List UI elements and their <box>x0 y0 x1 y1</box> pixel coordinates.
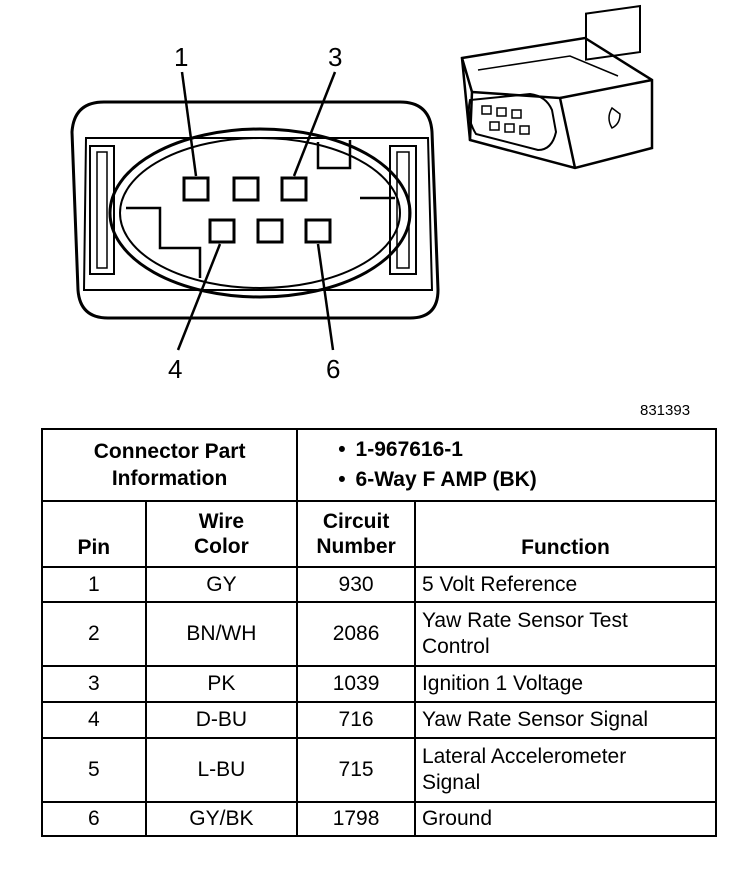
wire-color-cell: GY <box>144 566 299 603</box>
function-cell: 5 Volt Reference <box>413 566 718 603</box>
function-line1: Ground <box>421 807 492 830</box>
leader-pin-4 <box>176 243 222 351</box>
circuit-cell: 716 <box>296 701 416 739</box>
pin-label-3: 3 <box>328 42 342 72</box>
function-line2: Control <box>421 635 490 658</box>
pin-3-terminal <box>280 176 308 202</box>
right-latch <box>389 145 417 275</box>
part-info-values: 1-967616-1 6-Way F AMP (BK) <box>296 428 717 502</box>
header-pin: Pin <box>41 500 147 568</box>
table-row: 3 PK 1039 Ignition 1 Voltage <box>41 665 718 703</box>
keying-left <box>126 206 202 278</box>
housing-inner-outline <box>82 137 434 291</box>
header-circuit-line1: Circuit <box>322 510 390 533</box>
pin-label-4: 4 <box>168 354 182 384</box>
housing-outline <box>70 100 440 320</box>
function-cell: Yaw Rate Sensor Test Control <box>413 601 718 667</box>
circuit-cell: 930 <box>296 566 416 603</box>
leader-pin-6 <box>316 243 335 351</box>
pin-cell: 5 <box>41 737 147 803</box>
part-info-label-line2: Information <box>111 467 228 490</box>
pin-cell: 2 <box>41 601 147 667</box>
wire-color-cell: PK <box>144 665 299 703</box>
keying-right <box>316 140 395 200</box>
header-wire-color-line1: Wire <box>198 510 245 533</box>
circuit-cell: 715 <box>296 737 416 803</box>
circuit-cell: 1798 <box>296 801 416 837</box>
leader-pin-1 <box>180 71 198 177</box>
table-row: 2 BN/WH 2086 Yaw Rate Sensor Test Contro… <box>41 601 718 667</box>
function-cell: Ground <box>413 801 718 837</box>
function-line1: Yaw Rate Sensor Test <box>421 609 628 632</box>
pin-5-terminal <box>256 218 284 244</box>
pin-cavity <box>108 127 412 299</box>
pin-cell: 4 <box>41 701 147 739</box>
part-number: 1-967616-1 <box>338 435 709 465</box>
table-row: 5 L-BU 715 Lateral Accelerometer Signal <box>41 737 718 803</box>
function-line1: Lateral Accelerometer <box>421 745 627 768</box>
pin-label-6: 6 <box>326 354 340 384</box>
wire-color-cell: D-BU <box>144 701 299 739</box>
pin-4-terminal <box>208 218 236 244</box>
header-wire-color-line2: Color <box>193 535 249 558</box>
pin-6-terminal <box>304 218 332 244</box>
function-line2: Signal <box>421 771 481 794</box>
column-header-row: Pin Wire Color Circuit Number Function <box>41 500 718 568</box>
function-line1: Ignition 1 Voltage <box>421 672 584 695</box>
function-line1: 5 Volt Reference <box>421 572 578 596</box>
leader-pin-3 <box>292 71 337 177</box>
table-row: 1 GY 930 5 Volt Reference <box>41 566 718 603</box>
connector-iso-illustration <box>460 4 654 170</box>
header-function: Function <box>413 500 718 568</box>
header-wire-color: Wire Color <box>144 500 299 568</box>
circuit-cell: 2086 <box>296 601 416 667</box>
pin-cell: 3 <box>41 665 147 703</box>
function-cell: Ignition 1 Voltage <box>413 665 718 703</box>
header-circuit-line2: Number <box>316 535 396 558</box>
pin-label-1: 1 <box>174 42 188 72</box>
part-info-label: Connector Part Information <box>40 428 299 502</box>
pin-cell: 6 <box>41 801 147 837</box>
connector-pinout-table: Connector Part Information 1-967616-1 6-… <box>40 428 718 837</box>
connector-description: 6-Way F AMP (BK) <box>338 465 709 495</box>
function-cell: Lateral Accelerometer Signal <box>413 737 718 803</box>
table-row: 4 D-BU 716 Yaw Rate Sensor Signal <box>41 701 718 739</box>
left-latch <box>89 145 115 275</box>
part-info-label-line1: Connector Part <box>93 440 246 463</box>
wire-color-cell: GY/BK <box>144 801 299 837</box>
wire-color-cell: L-BU <box>144 737 299 803</box>
wire-color-cell: BN/WH <box>144 601 299 667</box>
function-line1: Yaw Rate Sensor Signal <box>421 708 649 731</box>
figure-id: 831393 <box>640 402 691 419</box>
connector-face-view: 1 3 4 6 <box>70 4 654 384</box>
pin-cell: 1 <box>41 566 147 603</box>
table-row: 6 GY/BK 1798 Ground <box>41 801 718 837</box>
pin-2-terminal <box>232 176 260 202</box>
header-circuit-number: Circuit Number <box>296 500 416 568</box>
connector-diagram: 1 3 4 6 <box>0 0 736 400</box>
pin-1-terminal <box>182 176 210 202</box>
circuit-cell: 1039 <box>296 665 416 703</box>
function-cell: Yaw Rate Sensor Signal <box>413 701 718 739</box>
part-info-row: Connector Part Information 1-967616-1 6-… <box>40 428 717 502</box>
